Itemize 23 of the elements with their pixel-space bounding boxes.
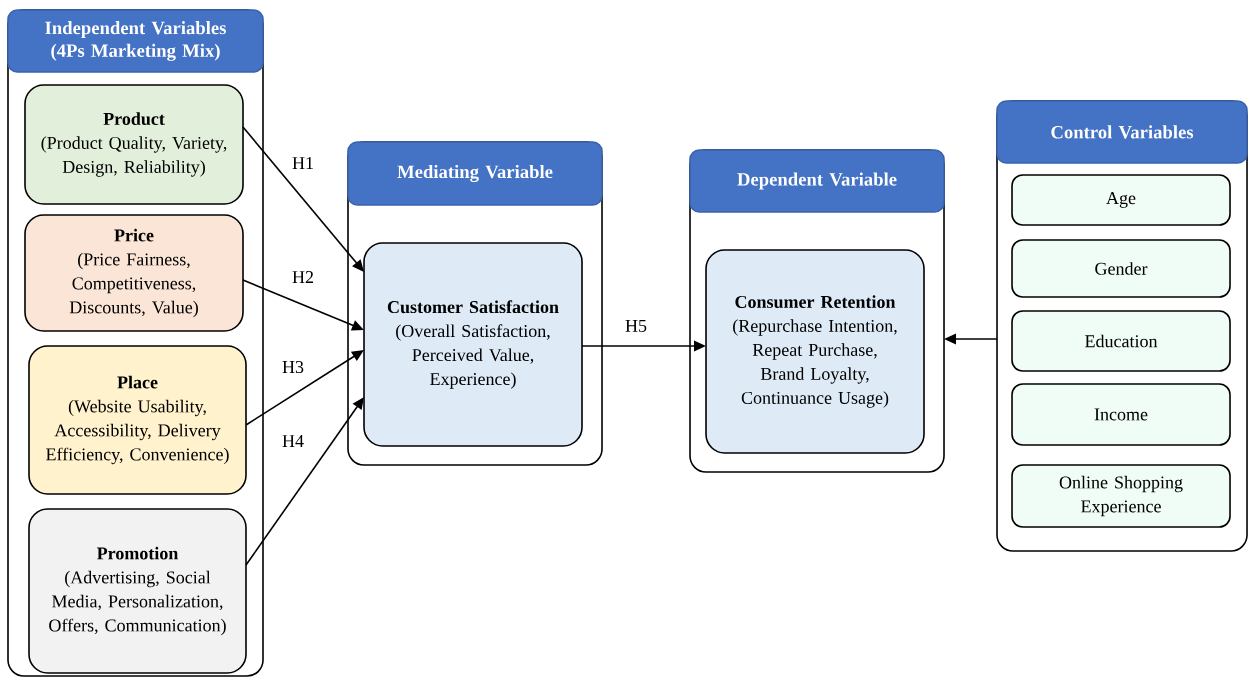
variable-box: Place (Website Usability, Accessibility, Delivery Efficiency, Convenience)	[28, 345, 247, 495]
variable-box: Promotion (Advertising, Social Media, Personalization, Offers, Communication)	[28, 508, 247, 674]
variable-box: Online Shopping Experience	[1011, 464, 1231, 528]
panel-header: Independent Variables (4Ps Marketing Mix)	[7, 9, 264, 73]
edge-label: H2	[290, 269, 316, 285]
panel-header: Mediating Variable	[347, 141, 603, 206]
variable-box: Consumer Retention (Repurchase Intention, Repeat Purchase, Brand Loyalty, Continuance Usage)	[705, 249, 925, 454]
edge-label: H3	[280, 359, 306, 375]
variable-box: Price (Price Fairness, Competitiveness, Discounts, Value)	[24, 214, 244, 332]
variable-box: Education	[1011, 310, 1231, 372]
arrow	[245, 350, 364, 426]
variable-box: Age	[1011, 174, 1231, 226]
edge-label: H4	[280, 433, 306, 449]
arrow	[242, 126, 364, 272]
variable-box: Customer Satisfaction (Overall Satisfaction, Perceived Value, Experience)	[363, 242, 583, 447]
variable-box: Income	[1011, 383, 1231, 446]
edge-label: H1	[290, 155, 316, 171]
edge-label: H5	[623, 318, 649, 334]
arrow	[245, 397, 364, 566]
variable-box: Gender	[1011, 239, 1231, 298]
variable-box: Product (Product Quality, Variety, Design, Reliability)	[24, 84, 244, 205]
panel-header: Control Variables	[996, 100, 1248, 164]
panel-header: Dependent Variable	[689, 149, 945, 213]
